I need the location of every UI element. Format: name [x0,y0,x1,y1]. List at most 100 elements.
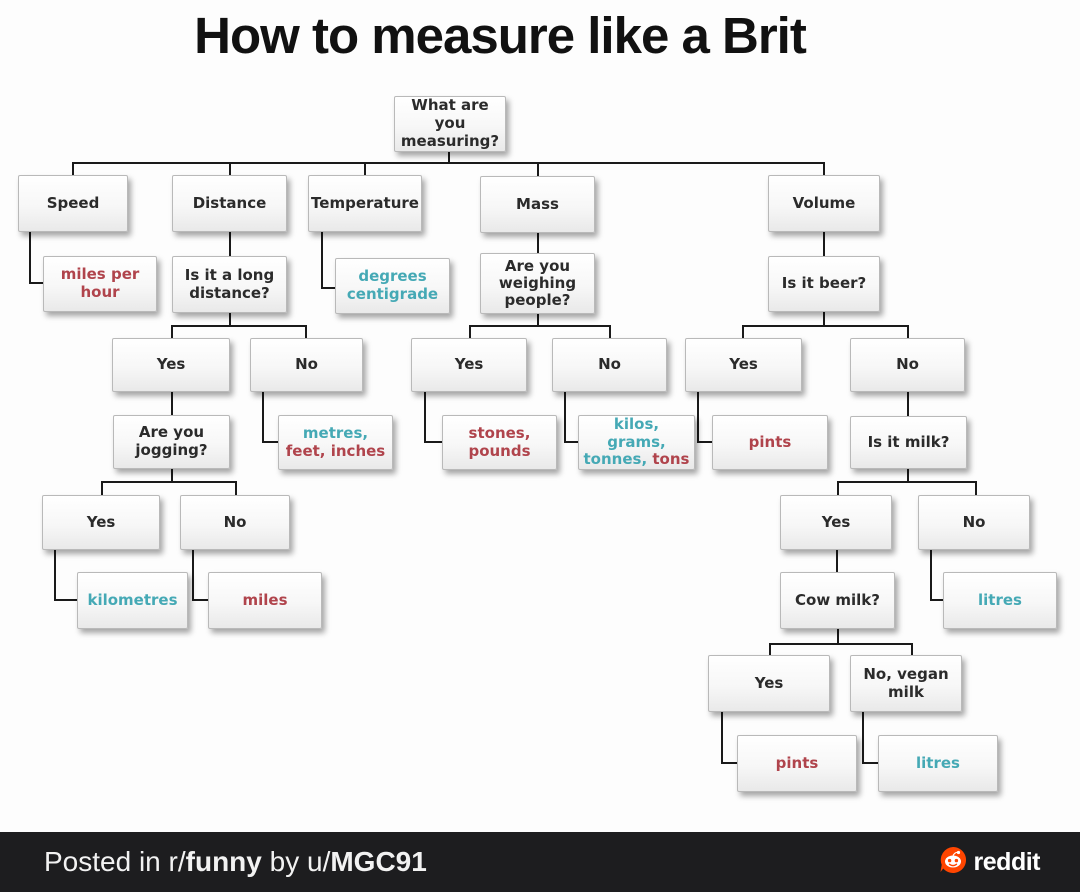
edge [262,392,264,443]
edge [537,233,539,253]
edge [823,232,825,256]
edge [29,232,31,284]
node-temperature: Temperature [308,175,422,232]
node-metres-feet-inches: metres, feet, inches [278,415,393,470]
edge [911,643,913,655]
post-caption: Posted in r/funny by u/MGC91 [44,846,427,877]
edge [742,325,909,327]
edge [171,325,173,338]
node-no-distance: No [250,338,363,392]
edge [192,550,194,601]
edge [424,392,426,443]
node-is-it-milk: Is it milk? [850,416,967,469]
edge [697,392,699,443]
edge [54,550,56,601]
edge [229,313,231,327]
node-volume: Volume [768,175,880,232]
edge [862,712,864,764]
edge [823,312,825,327]
edge [448,152,450,164]
edge [364,162,366,176]
node-yes-mass: Yes [411,338,527,392]
edge [907,325,909,338]
node-no-jogging: No [180,495,290,550]
node-distance: Distance [172,175,287,232]
edge [321,232,323,289]
edge [54,599,79,601]
node-yes-jogging: Yes [42,495,160,550]
edge [930,599,945,601]
node-pints-cow-milk: pints [737,735,857,792]
node-miles-per-hour: miles per hour [43,256,157,312]
edge [171,392,173,415]
node-kilos-grams-tonnes-tons: kilos, grams, tonnes, tons [578,415,695,470]
node-are-you-jogging: Are you jogging? [113,415,230,469]
edge [907,392,909,416]
edge [305,325,307,338]
node-yes-milk: Yes [780,495,892,550]
node-litres-milk: litres [943,572,1057,629]
edge [823,162,825,176]
edge [564,392,566,443]
edge [537,314,539,327]
unit-text: kilos, grams, tonnes, tons [583,414,690,469]
edge [836,550,838,572]
subreddit-name: funny [185,846,262,877]
node-miles: miles [208,572,322,629]
reddit-brand: reddit [939,846,1041,879]
node-speed: Speed [18,175,128,232]
node-is-it-beer: Is it beer? [768,256,880,312]
edge [930,550,932,601]
edge [72,162,74,176]
edge [697,441,714,443]
node-no-beer: No [850,338,965,392]
edge [229,162,231,176]
node-no-mass: No [552,338,667,392]
edge [262,441,280,443]
edge [72,162,825,164]
unit-text: metres, feet, inches [285,423,386,460]
edge [537,162,539,177]
node-cow-milk: Cow milk? [780,572,895,629]
node-yes-cow-milk: Yes [708,655,830,712]
node-pints-beer: pints [712,415,828,470]
node-are-you-weighing-people: Are you weighing people? [480,253,595,314]
edge [229,232,231,256]
edge [101,481,103,495]
edge [101,481,237,483]
node-no-milk: No [918,495,1030,550]
edge [235,481,237,495]
node-yes-distance: Yes [112,338,230,392]
reddit-wordmark: reddit [973,848,1041,876]
node-mass: Mass [480,176,595,233]
page-title: How to measure like a Brit [194,7,807,64]
edge [171,325,307,327]
edge [837,629,839,645]
edge [564,441,580,443]
reddit-snoo-icon [939,846,967,879]
edge [742,325,744,338]
node-stones-pounds: stones, pounds [442,415,557,470]
edge [862,762,880,764]
edge [469,325,471,338]
edge [424,441,444,443]
node-yes-beer: Yes [685,338,802,392]
edge [609,325,611,338]
node-is-it-a-long-distance: Is it a long distance? [172,256,287,313]
edge [192,599,210,601]
node-kilometres: kilometres [77,572,188,629]
edge [29,282,45,284]
username: MGC91 [330,846,427,877]
edge [721,712,723,764]
edge [769,643,771,655]
edge [721,762,739,764]
node-litres-vegan-milk: litres [878,735,998,792]
edge [837,481,839,495]
edge [975,481,977,495]
node-no-vegan-milk: No, vegan milk [850,655,962,712]
edge [769,643,913,645]
node-what-are-you-measuring: What are you measuring? [394,96,506,152]
edge [321,287,337,289]
footer-bar: Posted in r/funny by u/MGC91 reddit [0,832,1080,892]
edge [171,469,173,483]
